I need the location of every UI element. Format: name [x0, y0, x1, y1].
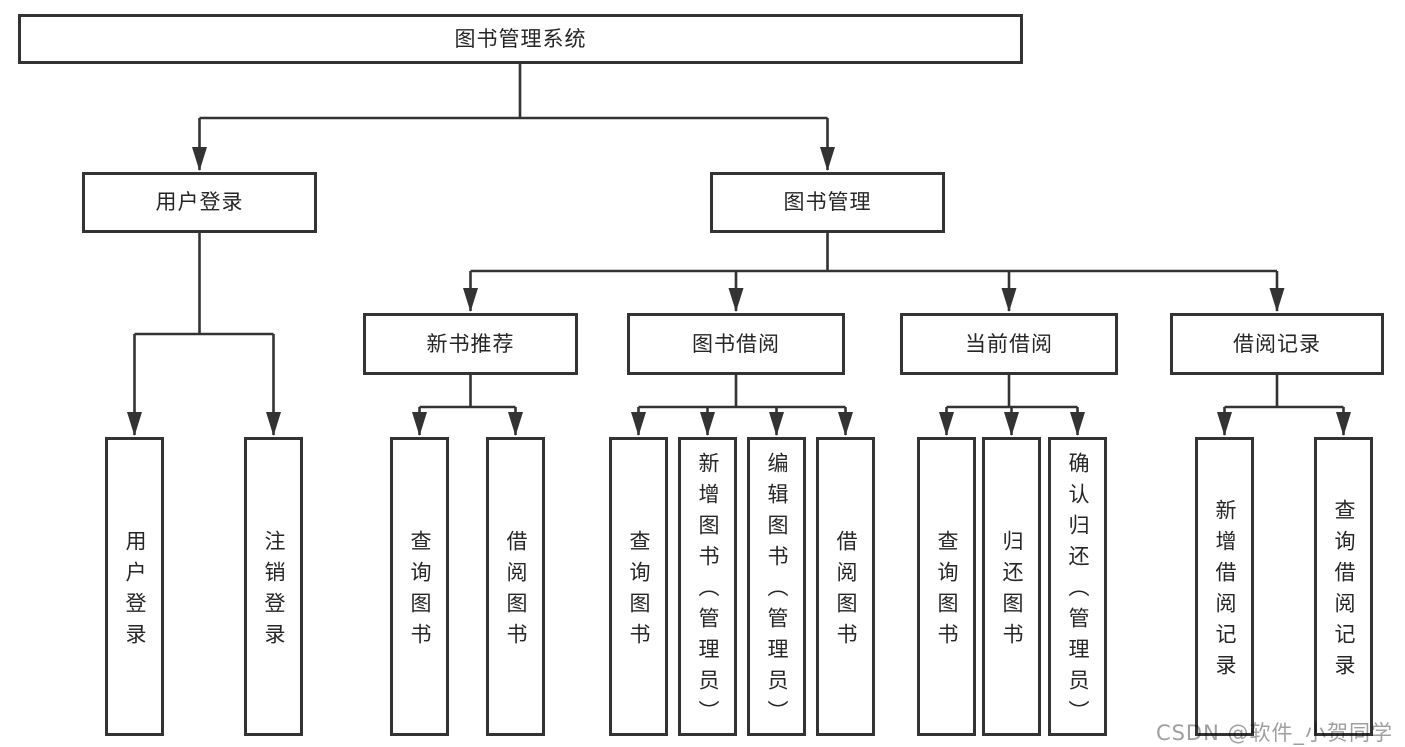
leaf-records-query-record: 查询借阅记录 [1314, 437, 1373, 736]
leaf-recommend-query-books: 查询图书 [390, 437, 449, 736]
node-current-borrowing: 当前借阅 [900, 313, 1118, 375]
node-label: 查询图书 [627, 529, 651, 654]
node-user-login: 用户登录 [82, 172, 317, 233]
node-label: 确认归还（管理员） [1066, 452, 1090, 731]
leaf-borrow-query-books: 查询图书 [609, 437, 668, 736]
leaf-borrow-add-books-admin: 新增图书（管理员） [678, 437, 737, 736]
node-label: 新增借阅记录 [1213, 498, 1237, 685]
csdn-watermark: CSDN @软件_小贺同学 [1155, 721, 1393, 745]
node-label: 用户登录 [155, 190, 244, 214]
node-book-borrowing: 图书借阅 [627, 313, 845, 375]
node-label: 借阅图书 [504, 529, 528, 654]
leaf-current-query-books: 查询图书 [917, 437, 976, 736]
node-label: 新增图书（管理员） [696, 452, 720, 731]
node-label: 新书推荐 [426, 331, 515, 356]
node-label: 查询图书 [935, 529, 959, 654]
node-library-management-system: 图书管理系统 [18, 14, 1023, 64]
node-label: 当前借阅 [965, 331, 1053, 356]
leaf-logout: 注销登录 [244, 437, 303, 736]
leaf-records-add-record: 新增借阅记录 [1195, 437, 1254, 736]
node-label: 图书借阅 [692, 331, 780, 356]
leaf-borrow-borrow-books: 借阅图书 [816, 437, 875, 736]
node-label: 编辑图书（管理员） [765, 452, 789, 731]
node-label: 借阅记录 [1233, 331, 1321, 356]
node-label: 用户登录 [123, 529, 147, 654]
leaf-recommend-borrow-books: 借阅图书 [486, 437, 545, 736]
node-label: 查询图书 [408, 529, 432, 654]
node-borrowing-records: 借阅记录 [1170, 313, 1384, 375]
leaf-borrow-edit-books-admin: 编辑图书（管理员） [747, 437, 806, 736]
node-label: 注销登录 [262, 529, 286, 654]
node-label: 借阅图书 [834, 529, 858, 654]
node-label: 图书管理系统 [454, 26, 587, 51]
leaf-user-login: 用户登录 [105, 437, 164, 736]
leaf-current-confirm-return-admin: 确认归还（管理员） [1048, 437, 1107, 736]
node-label: 查询借阅记录 [1332, 498, 1356, 685]
node-label: 图书管理 [783, 190, 872, 214]
leaf-current-return-books: 归还图书 [982, 437, 1041, 736]
node-book-management: 图书管理 [710, 172, 945, 233]
node-label: 归还图书 [1000, 529, 1024, 654]
node-new-book-recommend: 新书推荐 [363, 313, 578, 375]
